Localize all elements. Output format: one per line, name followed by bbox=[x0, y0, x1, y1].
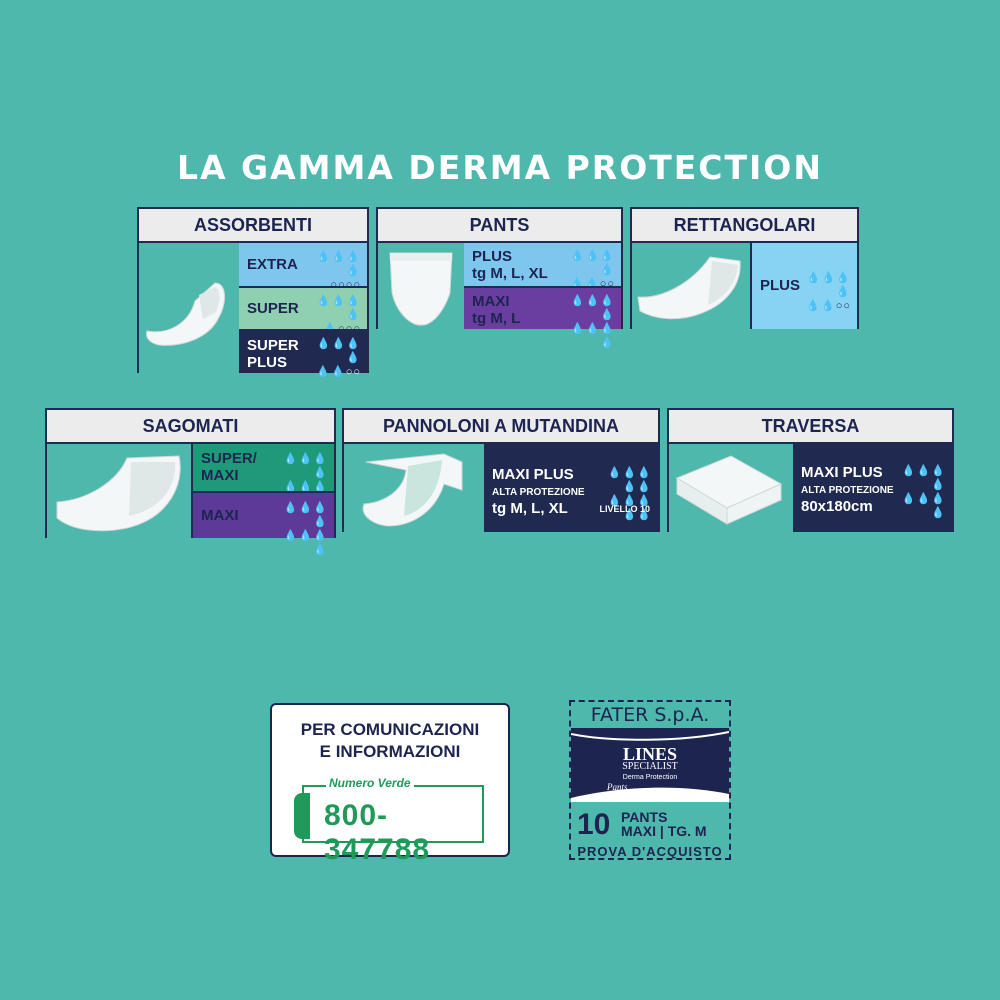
phone-number[interactable]: 800-347788 bbox=[324, 799, 431, 866]
assorbenti-header: ASSORBENTI bbox=[139, 209, 367, 243]
pants-image bbox=[378, 243, 464, 329]
page-title: LA GAMMA DERMA PROTECTION bbox=[177, 148, 823, 187]
assorbenti-row-super-plus: SUPER PLUS 💧💧💧💧💧💧○○ bbox=[239, 329, 367, 378]
pannoloni-image bbox=[344, 444, 484, 532]
pannoloni-header: PANNOLONI A MUTANDINA bbox=[344, 410, 658, 444]
brand-name: LINES bbox=[622, 744, 678, 764]
product-sizes: 80x180cm bbox=[801, 498, 873, 515]
drops-icon: 💧💧💧💧💧💧💧○ bbox=[283, 453, 328, 507]
row-label-main: PLUS bbox=[472, 248, 513, 265]
pack-count: 10 bbox=[577, 808, 611, 841]
product-line: Derma Protection bbox=[622, 774, 678, 781]
level-label: LIVELLO 10 bbox=[599, 504, 650, 514]
product-sub: ALTA PROTEZIONE bbox=[492, 487, 585, 498]
phone-icon bbox=[294, 793, 310, 839]
row-label-sub: tg M, L, XL bbox=[472, 265, 548, 282]
numero-verde-box[interactable]: Numero Verde 800-347788 bbox=[294, 776, 484, 866]
pannoloni-info: MAXI PLUS ALTA PROTEZIONE tg M, L, XL 💧💧… bbox=[484, 444, 658, 532]
contact-line2: E INFORMAZIONI bbox=[319, 742, 461, 761]
sagomati-row-maxi: MAXI 💧💧💧💧💧💧💧💧 bbox=[191, 491, 334, 556]
row-label: SUPER PLUS bbox=[247, 337, 299, 371]
traversa-info: MAXI PLUS ALTA PROTEZIONE 80x180cm 💧💧💧💧💧… bbox=[793, 444, 952, 532]
pack-line1: PANTS bbox=[621, 809, 668, 825]
row-label-sub: tg M, L bbox=[472, 310, 521, 327]
row-label: SUPER bbox=[247, 300, 299, 317]
row-label: SUPER/ MAXI bbox=[201, 450, 257, 484]
rettangolari-image bbox=[632, 243, 750, 329]
pack-line2: MAXI | TG. M bbox=[621, 823, 707, 839]
contact-line1: PER COMUNICAZIONI bbox=[300, 720, 480, 739]
drops-icon: 💧💧💧💧💧💧○○ bbox=[316, 338, 361, 378]
row-label: PLUS bbox=[760, 277, 801, 294]
drops-icon: 💧💧💧💧💧💧○○ bbox=[570, 250, 615, 290]
pack-details: PANTS MAXI | TG. M bbox=[621, 810, 707, 838]
contact-box: PER COMUNICAZIONI E INFORMAZIONI Numero … bbox=[270, 703, 510, 866]
pannoloni-card: PANNOLONI A MUTANDINA MAXI PLUS ALTA PRO… bbox=[342, 408, 660, 532]
row-label-main: MAXI bbox=[472, 293, 510, 310]
pants-header: PANTS bbox=[378, 209, 621, 243]
sagomati-row-super-maxi: SUPER/ MAXI 💧💧💧💧💧💧💧○ bbox=[191, 444, 334, 507]
assorbenti-row-extra: EXTRA 💧💧💧💧○○○○ bbox=[239, 243, 367, 291]
assorbente-image bbox=[139, 243, 239, 373]
drops-icon: 💧💧💧💧💧💧💧💧 bbox=[901, 465, 946, 519]
proof-label: PROVA D'ACQUISTO bbox=[577, 844, 723, 859]
row-label: MAXI bbox=[201, 507, 239, 524]
rettangolari-row-plus: PLUS 💧💧💧💧💧💧○○ bbox=[750, 243, 857, 329]
drops-icon: 💧💧💧💧💧💧💧💧 bbox=[283, 502, 328, 556]
product-sub: ALTA PROTEZIONE bbox=[801, 485, 894, 496]
product-label: MAXI PLUS bbox=[801, 464, 883, 481]
drops-icon: 💧💧💧💧💧💧○○ bbox=[806, 272, 851, 312]
assorbenti-row-super: SUPER 💧💧💧💧💧○○○ bbox=[239, 286, 367, 335]
rettangolari-header: RETTANGOLARI bbox=[632, 209, 857, 243]
product-variant: Pants bbox=[607, 782, 628, 792]
sagomati-header: SAGOMATI bbox=[47, 410, 334, 444]
product-label: MAXI PLUS bbox=[492, 466, 574, 483]
traversa-header: TRAVERSA bbox=[669, 410, 952, 444]
numero-verde-label: Numero Verde bbox=[326, 776, 414, 790]
sagomati-card: SAGOMATI SUPER/ MAXI 💧💧💧💧💧💧💧○ MAXI 💧💧💧💧💧… bbox=[45, 408, 336, 556]
assorbenti-card: ASSORBENTI EXTRA 💧💧💧💧○○○○ SUPER 💧💧💧💧💧○○○… bbox=[137, 207, 369, 378]
proof-of-purchase-coupon: FATER S.p.A. LINES SPECIALIST Derma Prot… bbox=[569, 700, 731, 860]
sagomati-image bbox=[47, 444, 191, 538]
brand-sub: SPECIALIST bbox=[622, 761, 678, 772]
traversa-image bbox=[669, 444, 793, 532]
contact-heading: PER COMUNICAZIONI E INFORMAZIONI bbox=[272, 719, 508, 763]
brand-band bbox=[571, 728, 729, 802]
traversa-card: TRAVERSA MAXI PLUS ALTA PROTEZIONE 80x18… bbox=[667, 408, 954, 532]
product-sizes: tg M, L, XL bbox=[492, 500, 568, 517]
company-name: FATER S.p.A. bbox=[590, 704, 710, 726]
drops-icon: 💧💧💧💧💧💧💧💧💧💧 bbox=[607, 467, 652, 521]
rettangolari-card: RETTANGOLARI PLUS 💧💧💧💧💧💧○○ bbox=[630, 207, 859, 329]
row-label: EXTRA bbox=[247, 256, 298, 273]
drops-icon: 💧💧💧💧💧💧💧💧 bbox=[570, 295, 615, 349]
